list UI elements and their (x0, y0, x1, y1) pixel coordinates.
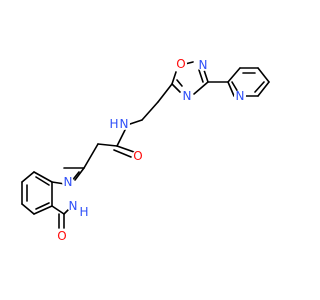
bond (193, 81, 209, 95)
bond (198, 69, 204, 83)
amide-nitrogen: N (118, 117, 130, 131)
carbonyl-oxygen: O (132, 149, 144, 163)
quinazoline-hydrogen: H (79, 205, 89, 219)
oxadiazole-oxygen: O (175, 57, 187, 71)
oxadiazole-nitrogen-4: N (181, 89, 193, 103)
bond (171, 71, 177, 85)
atom-label-n: N (199, 58, 208, 72)
bond (129, 119, 143, 125)
bonds (21, 61, 270, 229)
atom-label-n: N (64, 175, 73, 189)
atom-label-n: N (236, 89, 245, 103)
bond (231, 81, 239, 93)
quinazoline-nitrogen-1: N (62, 175, 74, 189)
bond (116, 145, 135, 153)
bond (21, 171, 35, 183)
bond (116, 129, 126, 147)
atom-label-n: N (69, 199, 78, 213)
bond (83, 143, 99, 169)
bond (157, 83, 173, 103)
bond (97, 143, 118, 147)
bond (74, 167, 85, 181)
oxadiazole-nitrogen-2: N (197, 58, 209, 72)
bond (171, 83, 181, 93)
bond (35, 176, 50, 186)
amide-hydrogen: H (109, 117, 119, 131)
molecule-structure: O N N N N H O N (21, 57, 270, 243)
atom-label-o: O (57, 229, 66, 243)
atom-label-n: N (183, 89, 192, 103)
bond (257, 81, 270, 97)
bond (35, 202, 50, 210)
bond (254, 81, 265, 93)
bond (113, 149, 132, 158)
bond (33, 205, 53, 215)
atom-label-o: O (176, 57, 185, 71)
pyridine-nitrogen: N (234, 89, 246, 103)
bond (227, 81, 235, 97)
bond (141, 101, 159, 121)
atom-label-h: H (79, 205, 88, 219)
bond (21, 203, 35, 215)
atom-labels: O N N N N H O N (56, 57, 246, 243)
quinazolinone-oxygen: O (56, 229, 68, 243)
bond (257, 67, 270, 83)
bond (33, 171, 53, 183)
bond (176, 79, 183, 87)
atom-label-o: O (133, 149, 142, 163)
quinazoline-nitrogen-3: N (67, 199, 79, 213)
atom-label-n: N (120, 117, 129, 131)
bond (51, 205, 65, 215)
atom-label-h: H (109, 117, 118, 131)
bond (227, 67, 241, 83)
